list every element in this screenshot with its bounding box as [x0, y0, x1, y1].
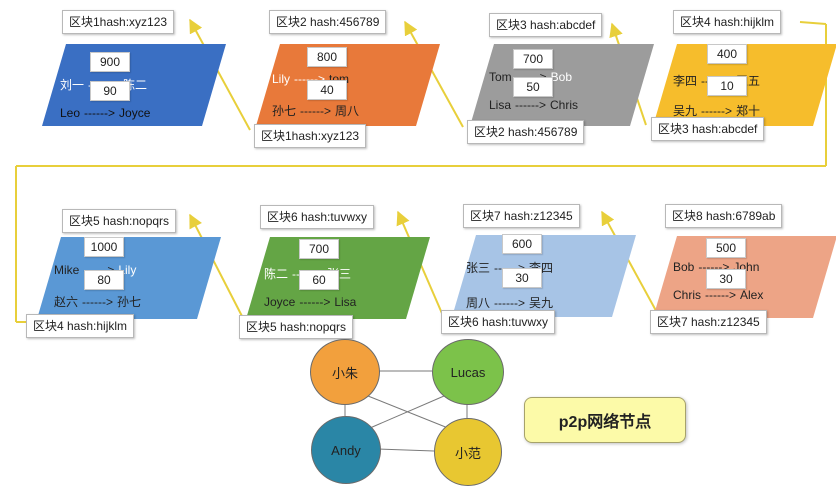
tx-sender: Bob	[673, 260, 695, 274]
tx-receiver: Chris	[550, 98, 579, 112]
block-2-prev-hash: 区块1hash:xyz123	[254, 124, 367, 148]
node-xiaofan: 小范	[434, 418, 502, 486]
block-4-prev-hash: 区块3 hash:abcdef	[651, 117, 765, 141]
tx-sender: Joyce	[264, 295, 296, 309]
node-andy: Andy	[311, 416, 381, 484]
tx-sender: 赵六	[54, 295, 79, 309]
tx-arrow: ------>	[300, 104, 331, 118]
edge-andy-xiaofan	[378, 448, 435, 452]
tx-arrow: ------>	[494, 296, 525, 310]
tx-sender: 张三	[466, 261, 491, 275]
tx-sender: 刘一	[60, 78, 85, 92]
block-3-tx2: Lisa------> Chris	[489, 98, 578, 112]
link-5-6	[189, 213, 246, 323]
tx-arrow: ------>	[705, 288, 736, 302]
tx-arrow: ------>	[701, 104, 732, 118]
tx-sender: 周八	[466, 296, 491, 310]
block-6-hash: 区块6 hash:tuvwxy	[260, 205, 375, 229]
tx-sender: Leo	[60, 106, 81, 120]
tx-receiver: 吴九	[529, 296, 554, 310]
block-7-prev-hash: 区块6 hash:tuvwxy	[441, 310, 556, 334]
block-4-hash: 区块4 hash:hijklm	[673, 10, 782, 34]
block-1-hash: 区块1hash:xyz123	[62, 10, 175, 34]
block-4-amount-2: 10	[707, 76, 747, 96]
block-2-tx2: 孙七------> 周八	[272, 102, 359, 119]
block-1-body	[42, 44, 226, 126]
link-1-2	[189, 18, 251, 131]
block-3-hash: 区块3 hash:abcdef	[489, 13, 603, 37]
block-2-amount-2: 40	[307, 80, 347, 100]
block-3-amount-2: 50	[513, 77, 553, 97]
block-6-tx2: Joyce------>Lisa	[264, 295, 356, 309]
block-8-amount-1: 500	[706, 238, 746, 258]
tx-sender: 孙七	[272, 104, 297, 118]
link-4-frame	[799, 21, 827, 25]
block-1-amount-1: 900	[90, 52, 130, 72]
tx-arrow: ------>	[82, 295, 113, 309]
tx-sender: 陈二	[264, 267, 289, 281]
tx-sender: 吴九	[673, 104, 698, 118]
block-2-body	[256, 44, 440, 126]
block-7-hash: 区块7 hash:z12345	[463, 204, 580, 228]
block-7-amount-2: 30	[502, 268, 542, 288]
block-7-amount-1: 600	[502, 234, 542, 254]
block-4-amount-1: 400	[707, 44, 747, 64]
tx-receiver: 孙七	[117, 295, 142, 309]
tx-sender: Mike	[54, 263, 80, 277]
tx-receiver: Lisa	[334, 295, 357, 309]
block-6-amount-1: 700	[299, 239, 339, 259]
block-3-prev-hash: 区块2 hash:456789	[467, 120, 585, 144]
block-3-body	[470, 44, 654, 126]
block-6-amount-2: 60	[299, 270, 339, 290]
link-7-8	[601, 210, 661, 319]
tx-receiver: Joyce	[119, 106, 151, 120]
block-2-amount-1: 800	[307, 47, 347, 67]
tx-arrow: ------>	[515, 98, 546, 112]
block-5-amount-1: 1000	[84, 237, 124, 257]
tx-sender: Lisa	[489, 98, 512, 112]
block-3-amount-1: 700	[513, 49, 553, 69]
node-lucas: Lucas	[432, 339, 504, 405]
block-4-tx2: 吴九------> 郑十	[673, 102, 760, 119]
tx-sender: 李四	[673, 74, 698, 88]
tx-receiver: Bob	[550, 70, 573, 84]
block-2-hash: 区块2 hash:456789	[269, 10, 387, 34]
tx-sender: Lily	[272, 72, 291, 86]
tx-sender: Chris	[673, 288, 702, 302]
block-5-hash: 区块5 hash:nopqrs	[62, 209, 177, 233]
tx-receiver: 郑十	[736, 104, 761, 118]
p2p-network-label: p2p网络节点	[524, 397, 686, 443]
block-5-body	[37, 237, 221, 319]
block-8-amount-2: 30	[706, 269, 746, 289]
block-1-amount-2: 90	[90, 81, 130, 101]
block-7-tx2: 周八------> 吴九	[466, 294, 553, 311]
block-5-tx2: 赵六------> 孙七	[54, 293, 141, 310]
block-8-hash: 区块8 hash:6789ab	[665, 204, 783, 228]
block-6-prev-hash: 区块5 hash:nopqrs	[239, 315, 354, 339]
block-8-tx2: Chris------> Alex	[673, 288, 763, 302]
block-8-prev-hash: 区块7 hash:z12345	[650, 310, 767, 334]
block-5-amount-2: 80	[84, 270, 124, 290]
block-7-body	[452, 235, 636, 317]
tx-arrow: ------>	[84, 106, 116, 120]
block-5-prev-hash: 区块4 hash:hijklm	[26, 314, 135, 338]
edge-lucas-andy	[369, 395, 445, 429]
tx-receiver: 周八	[335, 104, 360, 118]
tx-arrow: ------>	[299, 295, 331, 309]
link-2-3	[404, 20, 464, 128]
tx-sender: Tom	[489, 70, 512, 84]
tx-receiver: Alex	[740, 288, 764, 302]
node-xiaozhu: 小朱	[310, 339, 380, 405]
block-1-tx2: Leo------>Joyce	[60, 106, 150, 120]
